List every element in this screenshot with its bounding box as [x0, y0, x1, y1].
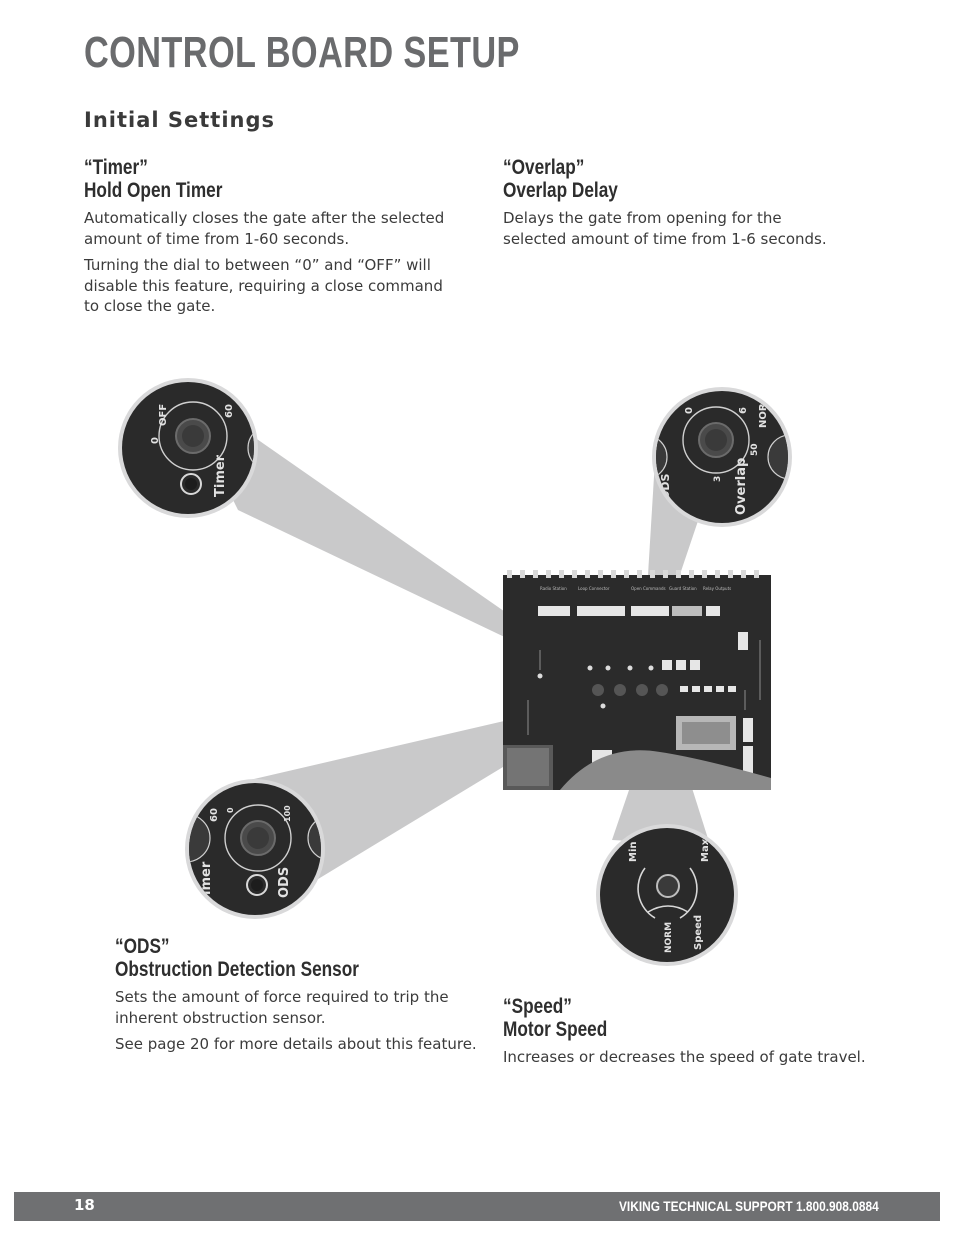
timer-paragraph: Automatically closes the gate after the …: [84, 209, 445, 248]
overlap-dial-max: 6: [738, 407, 749, 414]
ods-dial-label: ODS: [277, 867, 292, 898]
overlap-section: “Overlap” Overlap Delay Delays the gate …: [503, 156, 848, 249]
overlap-dial-side-num: 50: [750, 443, 760, 456]
control-board-diagram: Radio Station Loop Connector Open Comman…: [118, 378, 792, 966]
section-subtitle: Initial Settings: [84, 108, 276, 132]
overlap-heading-name: Overlap Delay: [503, 179, 618, 202]
timer-heading-name: Hold Open Timer: [84, 179, 223, 202]
speed-dial-norm: NORM: [664, 922, 674, 953]
board-header-label: Relay Outputs: [703, 586, 731, 591]
timer-heading-quote: “Timer”: [84, 156, 148, 179]
ods-heading-name: Obstruction Detection Sensor: [115, 958, 359, 981]
board-notches: [507, 570, 759, 578]
overlap-dial-side-right: NORM: [758, 393, 769, 428]
timer-paragraph: Turning the dial to between “0” and “OFF…: [84, 256, 443, 315]
ods-section: “ODS” Obstruction Detection Sensor Sets …: [115, 935, 485, 1055]
footer-bar: [14, 1192, 940, 1221]
speed-dial-label: Speed: [693, 915, 704, 950]
ods-paragraph: Sets the amount of force required to tri…: [115, 988, 449, 1027]
overlap-dial-label: Overlap: [734, 458, 749, 515]
ods-heading-quote: “ODS”: [115, 935, 170, 958]
speed-dial-magnifier: Min Max NORM Speed: [596, 824, 738, 966]
speed-dial-min: Min: [628, 842, 639, 863]
speed-heading-name: Motor Speed: [503, 1018, 608, 1041]
overlap-dial-zero: 0: [684, 407, 695, 414]
speed-heading-quote: “Speed”: [503, 995, 572, 1018]
timer-section: “Timer” Hold Open Timer Automatically cl…: [84, 156, 454, 317]
timer-dial-magnifier: Timer OFF 0 60: [118, 378, 258, 518]
overlap-dial-magnifier: Overlap 0 6 3 ODS NORM 50: [652, 387, 792, 527]
page-number: 18: [74, 1196, 95, 1214]
ods-dial-max: 100: [283, 805, 292, 822]
control-board-image: Radio Station Loop Connector Open Comman…: [503, 570, 771, 790]
ods-paragraph: See page 20 for more details about this …: [115, 1035, 477, 1053]
timer-dial-zero: 0: [150, 437, 161, 444]
footer-support-text: VIKING TECHNICAL SUPPORT 1.800.908.0884: [619, 1198, 879, 1214]
board-header-label: Loop Connector: [578, 586, 610, 591]
ods-dial-left-num: 60: [209, 808, 220, 822]
speed-paragraph: Increases or decreases the speed of gate…: [503, 1048, 866, 1066]
overlap-paragraph: Delays the gate from opening for the sel…: [503, 209, 827, 248]
overlap-dial-mid: 3: [713, 476, 723, 482]
ods-dial-side-left: imer: [199, 861, 214, 895]
board-header-label: Open Commands: [631, 586, 666, 591]
speed-section: “Speed” Motor Speed Increases or decreas…: [503, 995, 878, 1068]
overlap-heading-quote: “Overlap”: [503, 156, 585, 179]
ods-dial-zero: 0: [226, 807, 235, 813]
timer-dial-off: OFF: [158, 404, 169, 426]
page-title: CONTROL BOARD SETUP: [84, 28, 520, 77]
timer-dial-max: 60: [224, 404, 235, 418]
board-header-label: Guard Station: [669, 586, 697, 591]
ods-dial-magnifier: ODS 0 100 60 imer: [185, 779, 325, 919]
board-header-label: Radio Station: [540, 586, 567, 591]
speed-dial-max: Max: [700, 838, 711, 862]
timer-dial-label: Timer: [213, 454, 228, 497]
